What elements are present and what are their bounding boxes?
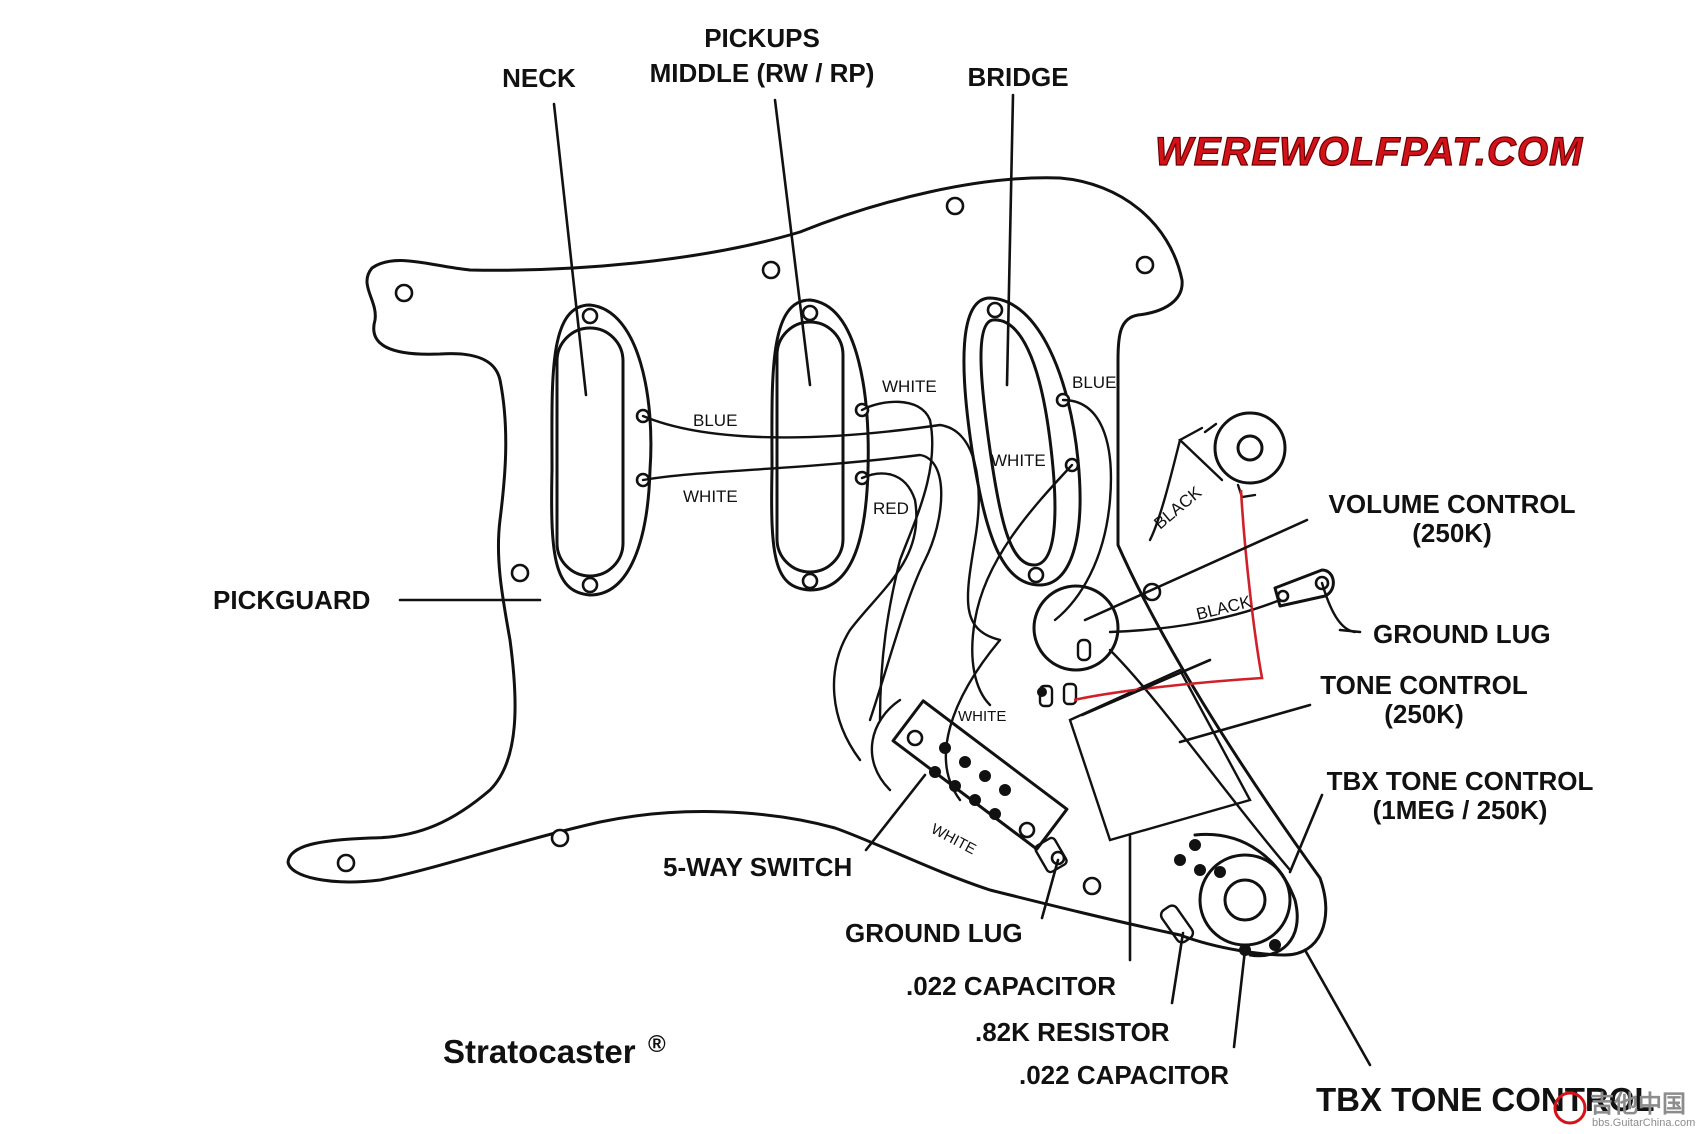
watermark: 吉他中国 bbs.GuitarChina.com: [1553, 1091, 1695, 1129]
wire-label-bridge-blue: BLUE: [1072, 373, 1116, 392]
screw-hole: [550, 828, 570, 848]
neck-pickup: [550, 303, 653, 597]
model-label: Stratocaster: [443, 1033, 636, 1070]
wire-label-bridge-white: WHITE: [991, 451, 1046, 470]
capacitor-1-label: .022 CAPACITOR: [906, 971, 1116, 1001]
wire-label-middle-red: RED: [873, 499, 909, 518]
output-jack: [1148, 411, 1287, 542]
screw-hole: [336, 853, 356, 873]
screw-hole: [394, 283, 414, 303]
screw-hole: [945, 196, 965, 216]
bridge-label: BRIDGE: [967, 62, 1068, 92]
wire-label-middle-white: WHITE: [882, 377, 937, 396]
capacitor-2-label: .022 CAPACITOR: [1019, 1060, 1229, 1090]
wire-label-ground-black: BLACK: [1194, 592, 1253, 624]
screw-hole: [1082, 876, 1102, 896]
ground-lug-bottom-label: GROUND LUG: [845, 918, 1023, 948]
wire-label-switch-white-bottom: WHITE: [928, 821, 979, 859]
red-wire: [1073, 489, 1264, 702]
volume-pot: [1032, 584, 1120, 708]
watermark-url: bbs.GuitarChina.com: [1592, 1117, 1695, 1129]
screw-hole: [1135, 255, 1155, 275]
leader-lines: [398, 93, 1372, 1067]
volume-control-label: VOLUME CONTROL: [1329, 489, 1576, 519]
tone-control-label: TONE CONTROL: [1320, 670, 1528, 700]
tbx-bottom-label: TBX TONE CONTROL: [1316, 1081, 1655, 1118]
pickguard-outline: [286, 176, 1328, 957]
wire-label-jack-black: BLACK: [1150, 482, 1205, 533]
tone-value-label: (250K): [1384, 699, 1463, 729]
registered-mark: ®: [648, 1031, 666, 1058]
watermark-text: 吉他中国: [1590, 1091, 1686, 1118]
screw-hole: [761, 260, 781, 280]
neck-label: NECK: [502, 63, 576, 93]
five-way-switch: [891, 699, 1069, 851]
tbx-pot: [1159, 832, 1299, 958]
screw-hole: [510, 563, 530, 583]
ground-lug-bottom-part: [1034, 836, 1068, 874]
middle-label: MIDDLE (RW / RP): [650, 58, 875, 88]
bridge-pickup: [962, 296, 1082, 587]
middle-pickup: [770, 298, 870, 592]
ground-lug-right-label: GROUND LUG: [1373, 619, 1551, 649]
resistor-label: .82K RESISTOR: [975, 1017, 1170, 1047]
wire-label-neck-white: WHITE: [683, 487, 738, 506]
volume-value-label: (250K): [1412, 518, 1491, 548]
watermark-guitar-icon: [1553, 1091, 1587, 1125]
pickups-title: PICKUPS: [704, 23, 820, 53]
wire-label-neck-blue: BLUE: [693, 411, 737, 430]
brand-logo: WEREWOLFPAT.COM: [1155, 130, 1584, 174]
pickguard-label: PICKGUARD: [213, 585, 370, 615]
five-way-switch-label: 5-WAY SWITCH: [663, 852, 852, 882]
tbx-value-label: (1MEG / 250K): [1373, 795, 1548, 825]
wire-label-switch-white-top: WHITE: [958, 708, 1006, 725]
tbx-control-label: TBX TONE CONTROL: [1327, 766, 1594, 796]
